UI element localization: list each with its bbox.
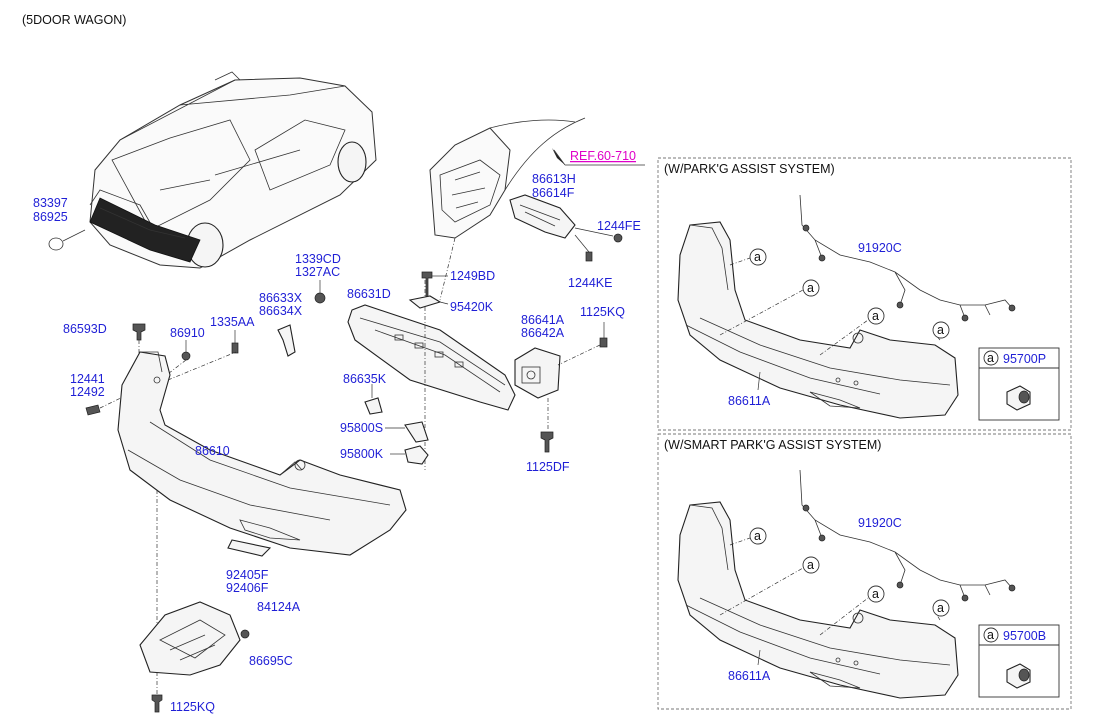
clip-1339CD xyxy=(314,280,326,304)
under-cover xyxy=(139,601,250,713)
label-sensor-95700B: 95700B xyxy=(1003,629,1046,643)
label-bumper-86611A-2: 86611A xyxy=(728,669,771,683)
label-86593D: 86593D xyxy=(63,322,107,336)
label-84124A: 84124A xyxy=(257,600,301,614)
option-title-smart-park-assist: (W/SMART PARK'G ASSIST SYSTEM) xyxy=(664,438,881,452)
marker-a-4: a xyxy=(937,323,944,337)
marker-a-3: a xyxy=(872,309,879,323)
label-1335AA: 1335AA xyxy=(210,315,255,329)
vehicle-illustration xyxy=(48,71,377,269)
label-86695C: 86695C xyxy=(249,654,293,668)
label-sensor-95700P: 95700P xyxy=(1003,352,1046,366)
label-95800K: 95800K xyxy=(340,447,384,461)
option-box-smart-park-assist: (W/SMART PARK'G ASSIST SYSTEM) a a a a 9… xyxy=(657,433,1072,710)
label-1244KE: 1244KE xyxy=(568,276,612,290)
bracket-86633X xyxy=(277,324,296,357)
label-83397: 83397 xyxy=(33,196,68,210)
label-1339CD: 1339CD xyxy=(295,252,341,266)
screw-12441 xyxy=(85,395,126,416)
label-86642A: 86642A xyxy=(521,326,565,340)
label-86635K: 86635K xyxy=(343,372,387,386)
marker-a-5: a xyxy=(754,529,761,543)
sensor-marker-a-1: a xyxy=(987,351,994,365)
marker-a-8: a xyxy=(937,601,944,615)
label-12492: 12492 xyxy=(70,385,105,399)
marker-a-2: a xyxy=(807,281,814,295)
parking-sensor-icon xyxy=(1006,385,1031,411)
variant-title: (5DOOR WAGON) xyxy=(22,13,126,27)
label-86634X: 86634X xyxy=(259,304,303,318)
side-bracket xyxy=(509,194,576,239)
callout-labels: 83397 86925 86613H 86614F 1244FE 1244KE … xyxy=(33,172,641,714)
bracket-95420K xyxy=(408,295,449,309)
label-86641A: 86641A xyxy=(521,313,565,327)
clip-86593D xyxy=(132,323,146,360)
label-12441: 12441 xyxy=(70,372,105,386)
sensor-marker-a-2: a xyxy=(987,628,994,642)
label-86610: 86610 xyxy=(195,444,230,458)
label-harness-91920C-1: 91920C xyxy=(858,241,902,255)
label-harness-91920C-2: 91920C xyxy=(858,516,902,530)
reference-callout[interactable]: REF.60-710 xyxy=(552,148,645,166)
bolt-1244KE xyxy=(574,234,593,262)
bolt-1244FE xyxy=(574,227,623,243)
bolt-1125KQ-upper xyxy=(557,322,608,366)
bumper-beam xyxy=(347,280,516,470)
label-92405F: 92405F xyxy=(226,568,269,582)
label-1125DF: 1125DF xyxy=(526,460,570,474)
option-box-park-assist: (W/PARK'G ASSIST SYSTEM) a a a a 91920C … xyxy=(657,157,1072,431)
bolt-1249BD xyxy=(421,271,448,299)
label-86910: 86910 xyxy=(170,326,205,340)
smart-parking-sensor-icon xyxy=(1006,663,1031,689)
label-95800S: 95800S xyxy=(340,421,383,435)
label-95420K: 95420K xyxy=(450,300,494,314)
clip-1335AA xyxy=(231,330,239,354)
reflector-92405F xyxy=(227,539,272,557)
reference-link[interactable]: REF.60-710 xyxy=(570,149,636,163)
marker-a-1: a xyxy=(754,250,761,264)
quarter-panel-reference xyxy=(429,117,586,301)
label-86613H: 86613H xyxy=(532,172,576,186)
label-1249BD: 1249BD xyxy=(450,269,495,283)
label-1327AC: 1327AC xyxy=(295,265,340,279)
label-92406F: 92406F xyxy=(226,581,269,595)
marker-a-7: a xyxy=(872,587,879,601)
label-1125KQ-upper: 1125KQ xyxy=(580,305,625,319)
label-bumper-86611A-1: 86611A xyxy=(728,394,771,408)
label-86925: 86925 xyxy=(33,210,68,224)
rear-bumper-cover xyxy=(117,351,407,630)
marker-a-6: a xyxy=(807,558,814,572)
sensor-95800K xyxy=(390,445,429,465)
label-1125KQ-lower: 1125KQ xyxy=(170,700,215,714)
label-86633X: 86633X xyxy=(259,291,303,305)
sensor-bracket-95800S xyxy=(385,421,429,443)
label-1244FE: 1244FE xyxy=(597,219,641,233)
option-title-park-assist: (W/PARK'G ASSIST SYSTEM) xyxy=(664,162,835,176)
label-86631D: 86631D xyxy=(347,287,391,301)
bolt-1125DF xyxy=(540,431,554,453)
label-86614F: 86614F xyxy=(532,186,575,200)
bracket-86635K xyxy=(364,384,383,415)
bracket-86641A xyxy=(514,347,561,430)
